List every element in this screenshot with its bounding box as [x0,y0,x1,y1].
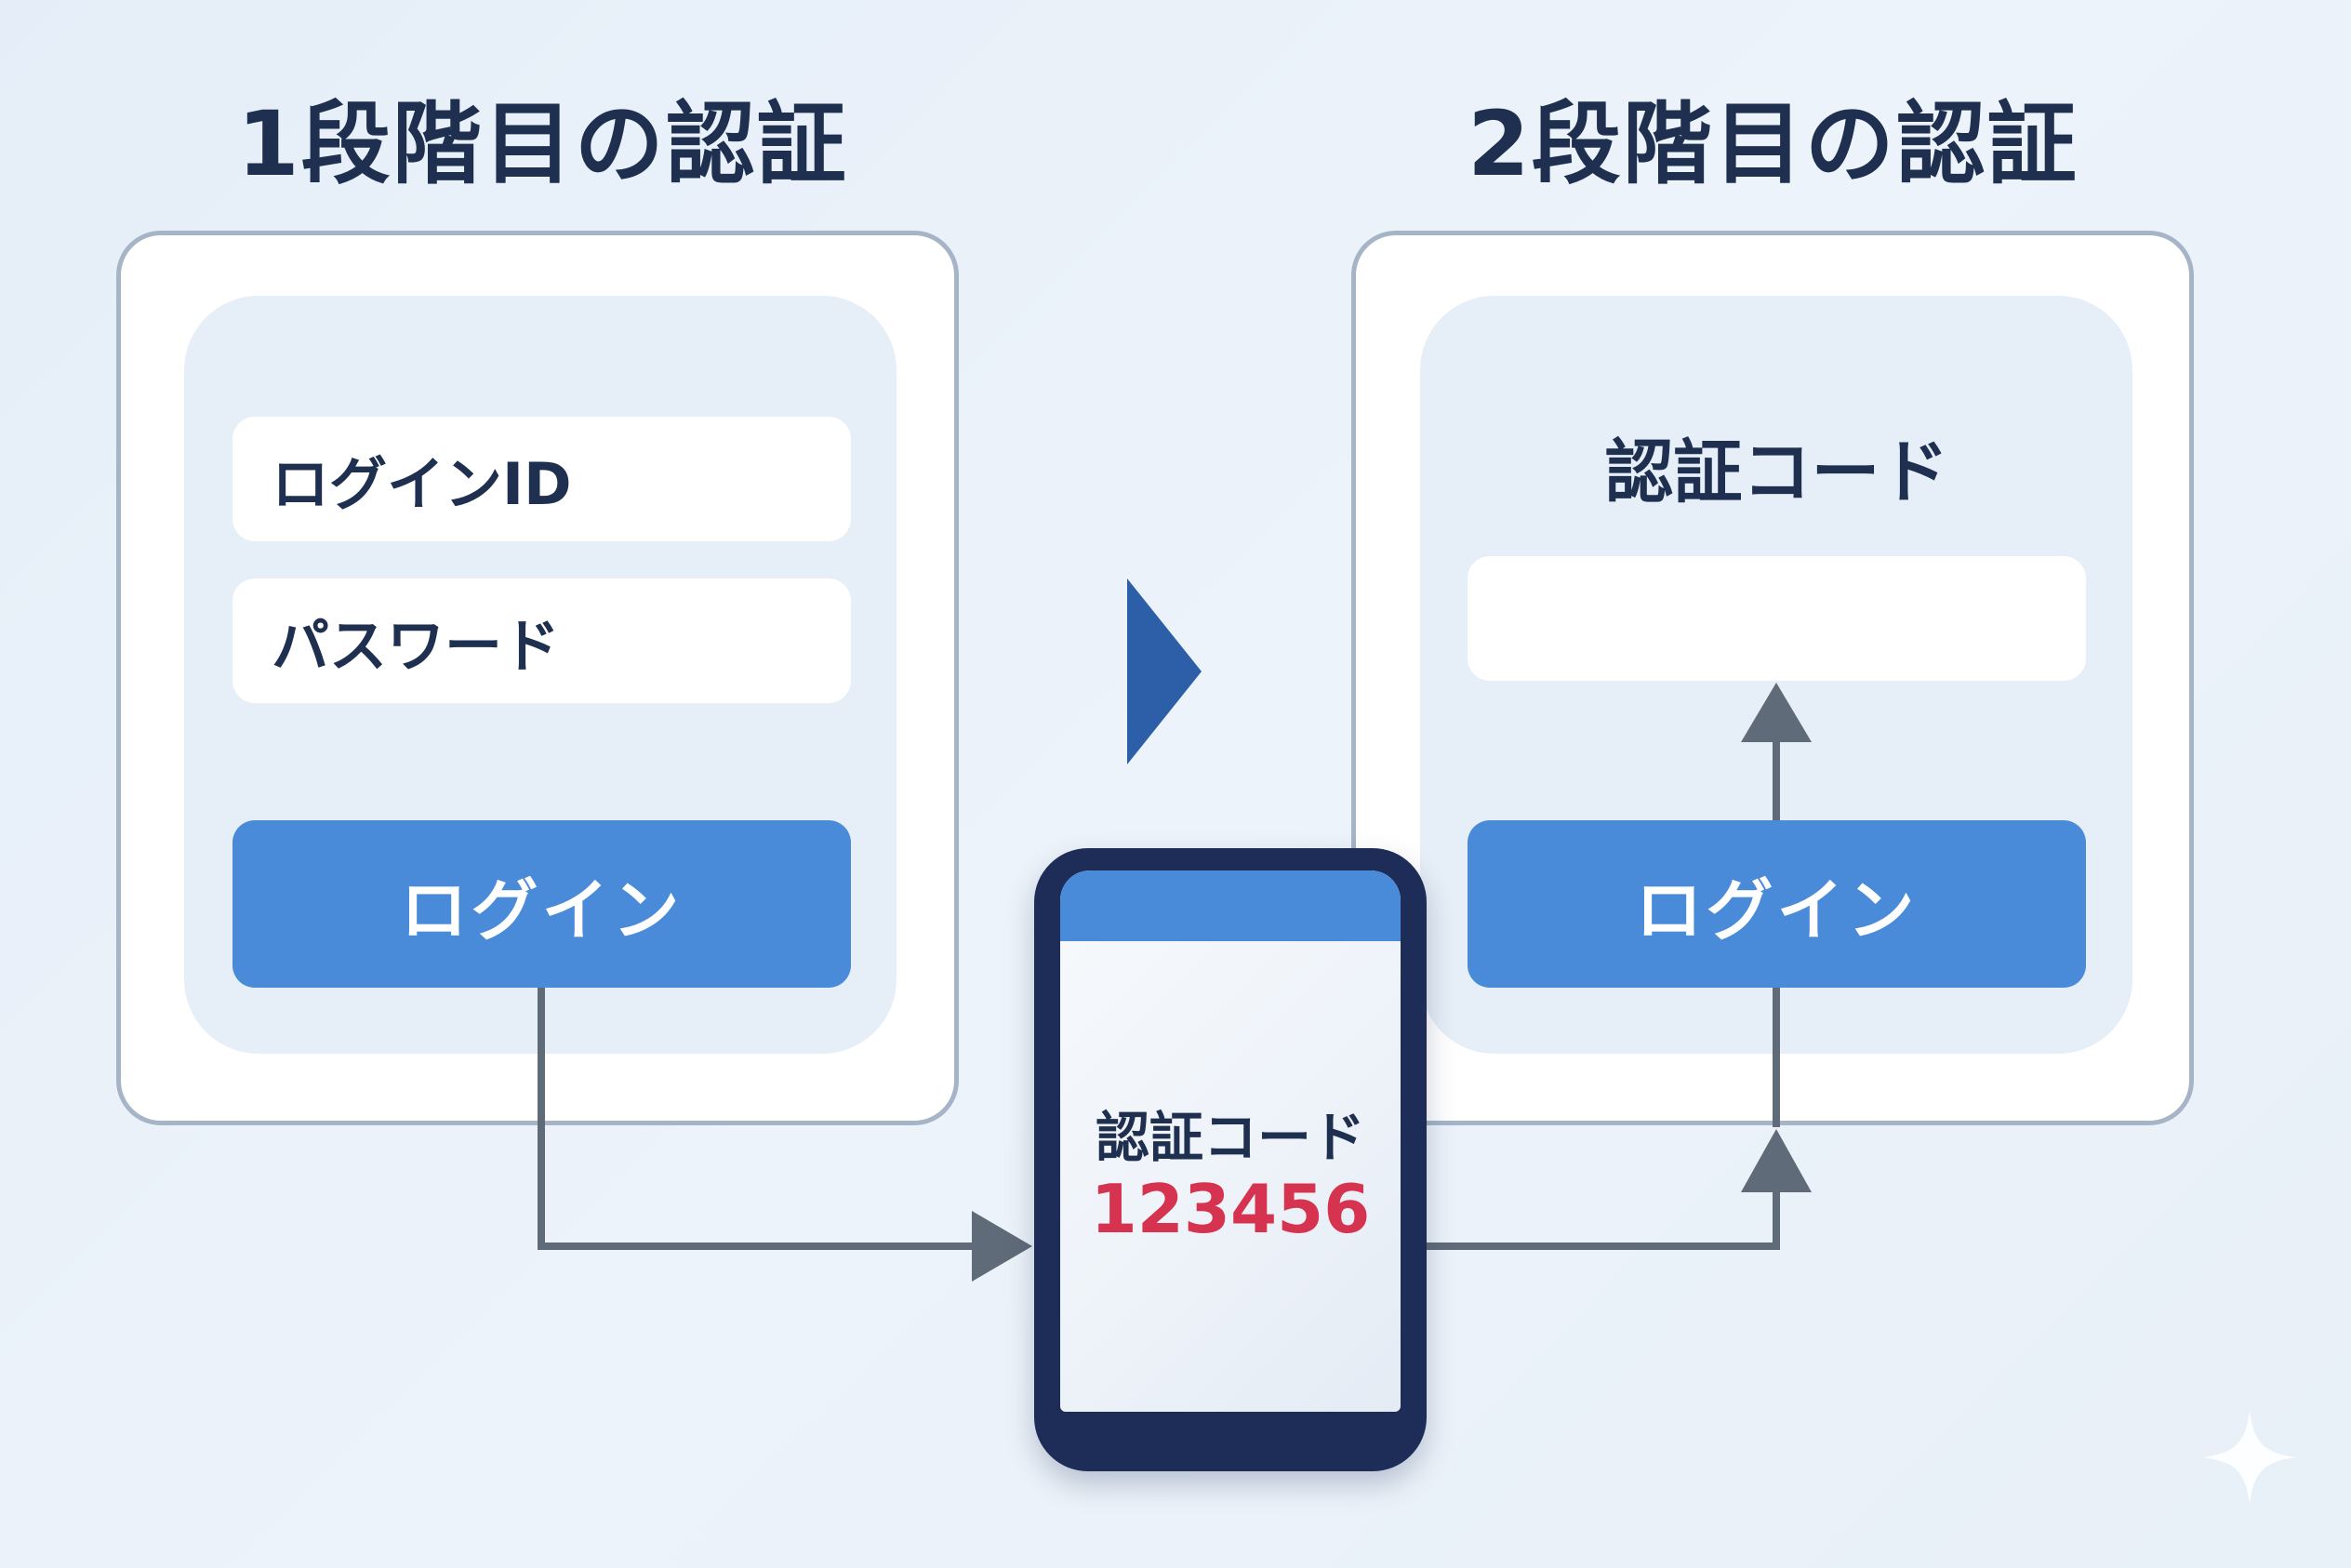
sparkle-icon [2203,1411,2296,1504]
phone-to-login-connector [1427,1192,1780,1250]
password-label: パスワード [272,612,561,680]
phone-code-label: 認証コード [1095,1106,1365,1169]
phone-header-bar [1060,870,1401,941]
step2-login-button[interactable]: ログイン [1468,820,2086,988]
password-field[interactable]: パスワード [232,578,851,703]
login-to-phone-connector [538,988,978,1250]
arrow-up-icon [1741,1129,1812,1192]
arrow-right-icon [972,1211,1032,1282]
smartphone: 認証コード 123456 [1034,848,1427,1471]
play-triangle-icon [1127,578,1202,764]
login-id-label: ログインID [272,450,572,518]
phone-code-value: 123456 [1090,1170,1371,1248]
phone-screen: 認証コード 123456 [1060,870,1401,1412]
auth-code-label: 認証コード [1604,432,1949,512]
step1-login-button[interactable]: ログイン [232,820,851,988]
login-id-field[interactable]: ログインID [232,417,851,541]
auth-code-field[interactable] [1468,556,2086,681]
arrow-up-icon [1741,683,1812,742]
step2-title: 2段階目の認証 [1468,92,2079,196]
step1-title: 1段階目の認証 [237,92,848,196]
